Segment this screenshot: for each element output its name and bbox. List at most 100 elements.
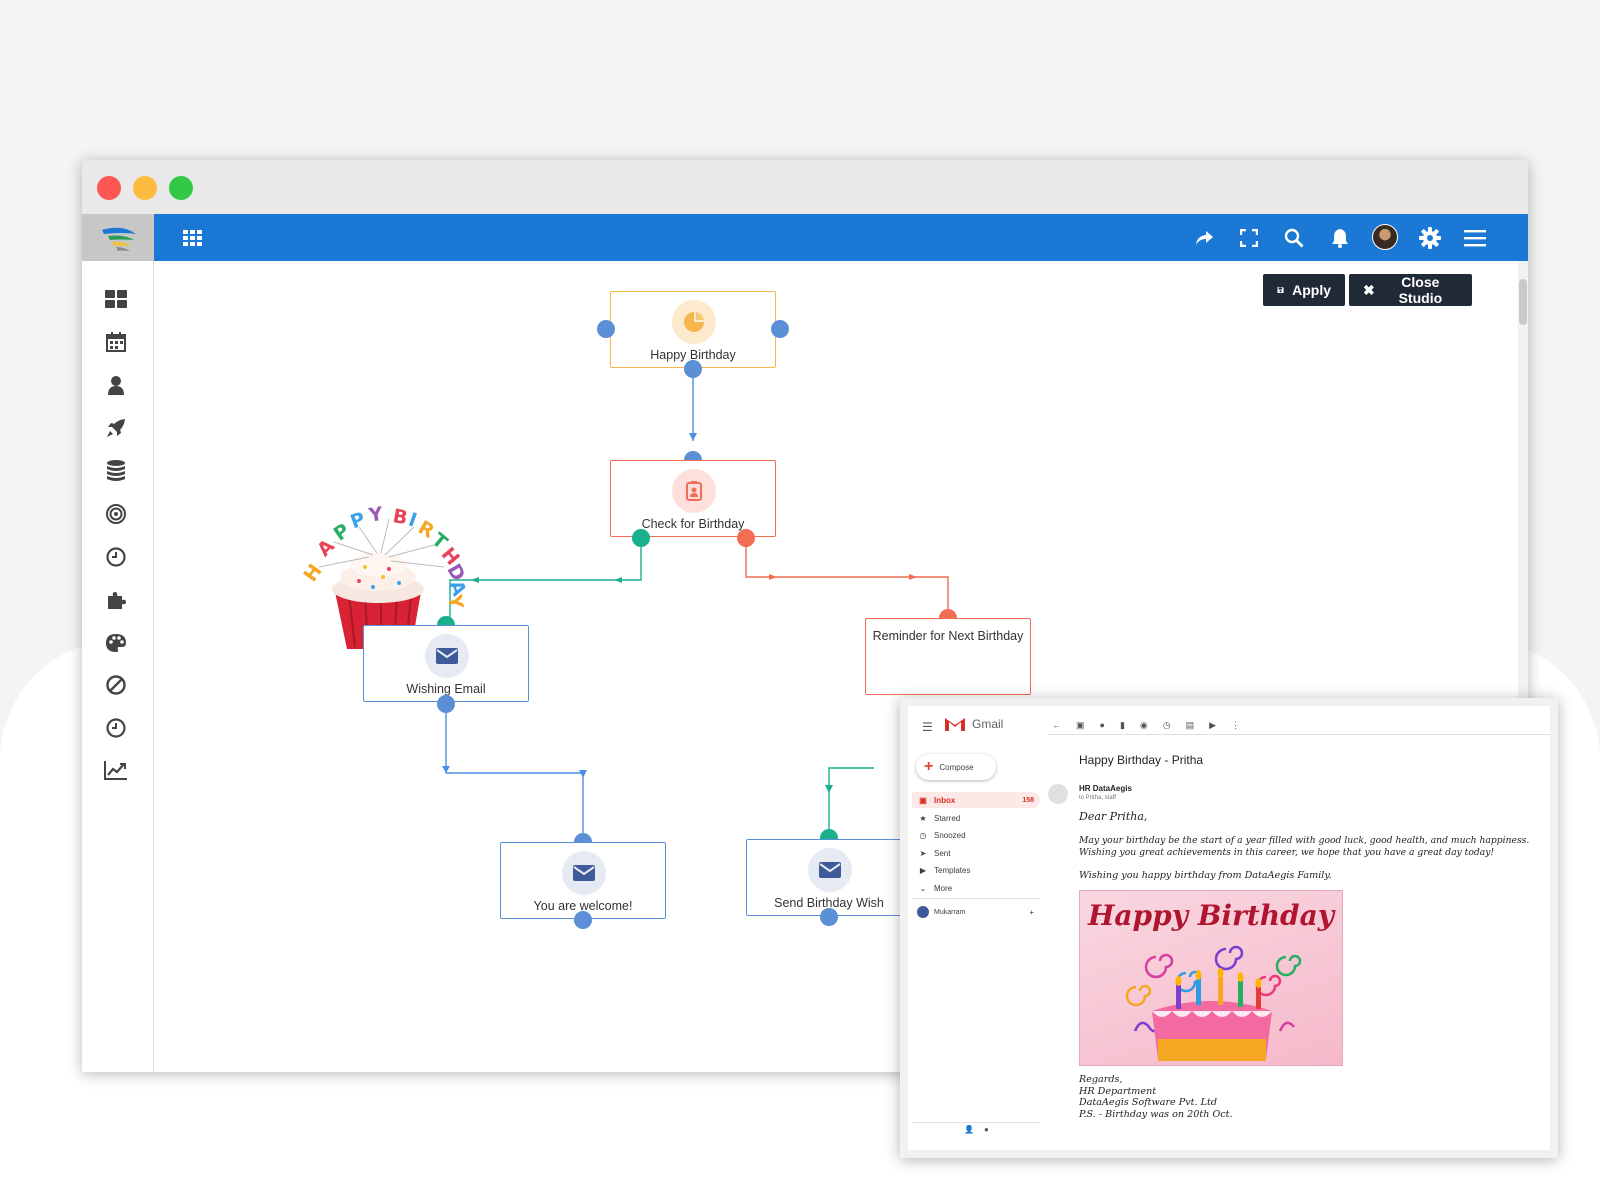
svg-text:P: P xyxy=(330,519,354,545)
user-icon[interactable] xyxy=(104,373,128,397)
clock-icon[interactable] xyxy=(104,545,128,569)
line-chart-icon[interactable] xyxy=(104,758,128,782)
compose-button[interactable]: + Compose xyxy=(916,754,996,780)
target-icon[interactable] xyxy=(104,502,128,526)
hangouts-account[interactable]: Mukarram + xyxy=(912,904,1040,920)
svg-text:H: H xyxy=(299,560,326,586)
star-icon: ★ xyxy=(919,813,927,823)
node-you-are-welcome[interactable]: You are welcome! xyxy=(500,842,666,919)
port-bottom[interactable] xyxy=(684,360,702,378)
maximize-window-button[interactable] xyxy=(169,176,193,200)
puzzle-icon[interactable] xyxy=(104,588,128,612)
nav-inbox[interactable]: ▣ Inbox 158 xyxy=(912,792,1040,808)
history-clock-icon[interactable] xyxy=(104,716,128,740)
gmail-window: ☰ Gmail + Compose ▣ Inbox 158 ★ Starred ◷… xyxy=(900,698,1558,1158)
report-icon[interactable]: ● xyxy=(1099,720,1105,730)
ban-icon[interactable] xyxy=(104,673,128,697)
node-wishing-email[interactable]: Wishing Email xyxy=(363,625,529,702)
edge-to-send-wish xyxy=(828,767,874,833)
search-icon[interactable] xyxy=(1281,225,1307,251)
svg-text:B: B xyxy=(391,505,409,529)
port-yes[interactable] xyxy=(632,529,650,547)
birthday-cake-illustration xyxy=(1125,945,1302,1061)
gmail-menu-icon[interactable]: ☰ xyxy=(922,720,933,734)
move-folder-icon[interactable]: ▤ xyxy=(1185,720,1195,730)
trash-icon[interactable]: ▮ xyxy=(1119,720,1125,730)
database-icon[interactable] xyxy=(104,459,128,483)
account-avatar-icon xyxy=(912,906,934,918)
apply-button[interactable]: Apply xyxy=(1263,274,1345,306)
clock-icon: ◷ xyxy=(919,830,927,840)
minimize-window-button[interactable] xyxy=(133,176,157,200)
more-options-icon[interactable]: ⋮ xyxy=(1231,720,1241,730)
back-arrow-icon[interactable]: ← xyxy=(1052,720,1061,730)
node-happy-birthday[interactable]: Happy Birthday xyxy=(610,291,776,368)
share-icon[interactable] xyxy=(1191,225,1217,251)
svg-text:Y: Y xyxy=(367,503,385,527)
user-avatar[interactable] xyxy=(1372,224,1398,250)
hamburger-menu-icon[interactable] xyxy=(1462,225,1488,251)
close-studio-button[interactable]: ✖ Close Studio xyxy=(1349,274,1472,306)
mark-unread-icon[interactable]: ◉ xyxy=(1139,720,1148,730)
nav-label: More xyxy=(934,883,953,893)
signature-line-3: DataAegis Software Pvt. Ltd xyxy=(1079,1097,1217,1108)
scrollbar-thumb[interactable] xyxy=(1519,279,1527,325)
envelope-icon xyxy=(808,848,852,892)
card-title: Happy Birthday xyxy=(1087,899,1335,932)
contacts-icon[interactable]: 👤 xyxy=(964,1125,974,1134)
dashboard-icon[interactable] xyxy=(104,287,128,311)
chevron-down-icon: ⌄ xyxy=(919,883,927,893)
add-icon[interactable]: + xyxy=(1029,907,1034,917)
archive-icon[interactable]: ▣ xyxy=(1076,720,1085,730)
signature-line-2: HR Department xyxy=(1079,1085,1157,1097)
close-window-button[interactable] xyxy=(97,176,121,200)
node-reminder-next-birthday[interactable]: Reminder for Next Birthday xyxy=(865,618,1031,695)
nav-more[interactable]: ⌄ More xyxy=(912,880,1040,896)
fullscreen-icon[interactable] xyxy=(1236,225,1262,251)
nav-label: Starred xyxy=(934,813,961,823)
palette-icon[interactable] xyxy=(104,631,128,655)
chat-icon[interactable]: ● xyxy=(984,1125,989,1134)
node-label: Wishing Email xyxy=(406,682,486,696)
apply-button-label: Apply xyxy=(1292,282,1331,298)
signature-line-1: Regards, xyxy=(1079,1074,1123,1085)
id-badge-icon xyxy=(672,469,716,513)
edge-check-to-reminder xyxy=(745,537,949,617)
top-app-bar xyxy=(154,214,1528,261)
close-icon: ✖ xyxy=(1363,281,1375,298)
gmail-logo[interactable]: Gmail xyxy=(944,716,1003,732)
port-bottom[interactable] xyxy=(437,695,455,713)
port-bottom[interactable] xyxy=(574,911,592,929)
nav-templates[interactable]: ▶Templates xyxy=(912,862,1040,878)
window-titlebar xyxy=(82,160,1528,214)
port-left[interactable] xyxy=(597,320,615,338)
inbox-count: 158 xyxy=(1022,796,1034,804)
port-bottom[interactable] xyxy=(820,908,838,926)
gmail-message-pane: ← ▣ ● ▮ ◉ ◷ ▤ ▶ ⋮ Happy Birthday - Prith… xyxy=(1048,706,1550,1150)
rocket-icon[interactable] xyxy=(104,416,128,440)
node-send-birthday-wish[interactable]: Send Birthday Wish xyxy=(746,839,912,916)
nav-sent[interactable]: ➤Sent xyxy=(912,845,1040,861)
label-tag-icon[interactable]: ▶ xyxy=(1209,720,1217,730)
email-sender: HR DataAegis xyxy=(1079,784,1132,793)
sender-avatar xyxy=(1048,784,1068,804)
port-right[interactable] xyxy=(771,320,789,338)
plus-icon: + xyxy=(924,758,934,775)
canvas-scrollbar[interactable] xyxy=(1518,261,1528,1072)
node-label: You are welcome! xyxy=(533,899,633,913)
nav-starred[interactable]: ★ Starred xyxy=(912,810,1040,826)
calendar-icon[interactable] xyxy=(104,330,128,354)
app-logo[interactable] xyxy=(82,214,154,261)
snooze-icon[interactable]: ◷ xyxy=(1162,720,1171,730)
gmail-app-name: Gmail xyxy=(972,717,1004,731)
settings-gear-icon[interactable] xyxy=(1417,225,1443,251)
port-no[interactable] xyxy=(737,529,755,547)
node-label: Happy Birthday xyxy=(650,348,736,362)
notification-bell-icon[interactable] xyxy=(1327,225,1353,251)
nav-label: Snoozed xyxy=(934,830,966,840)
message-toolbar: ← ▣ ● ▮ ◉ ◷ ▤ ▶ ⋮ xyxy=(1052,720,1240,731)
apps-grid-icon[interactable] xyxy=(180,225,206,251)
node-check-for-birthday[interactable]: Check for Birthday xyxy=(610,460,776,537)
nav-label: Inbox xyxy=(934,795,956,805)
nav-snoozed[interactable]: ◷ Snoozed xyxy=(912,827,1040,843)
